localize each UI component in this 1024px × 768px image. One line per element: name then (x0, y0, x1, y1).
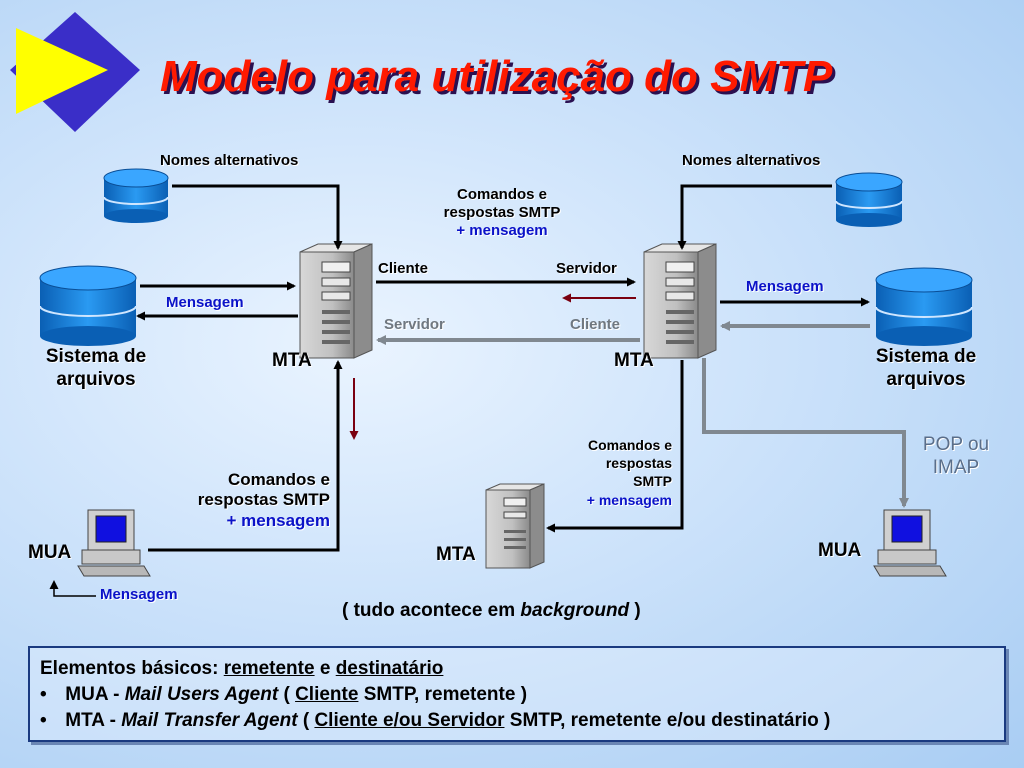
label-nomes-left: Nomes alternativos (160, 152, 299, 169)
arrow-mensagem-to-mua (49, 580, 96, 597)
legend-heading: Elementos básicos: (40, 658, 219, 679)
label-cmd-left: Comandos e respostas SMTP + mensagem (160, 470, 330, 531)
label-cliente-bottom: Cliente (570, 316, 621, 333)
label-cmd-top-line2: respostas SMTP (443, 204, 561, 221)
label-cmd-left-line3: + mensagem (226, 510, 330, 530)
legend-mta-cliente: Cliente e/ou Servidor (314, 710, 505, 731)
database-icon-files-left (39, 265, 137, 346)
arrow-names-to-mta-right (677, 184, 832, 250)
label-fs-right-line1: Sistema de (875, 346, 977, 367)
label-cmd-right-line3: SMTP (633, 473, 672, 490)
label-fs-right-line2: arquivos (886, 368, 966, 390)
label-cmd-left-line2: respostas SMTP (197, 490, 330, 510)
label-cmd-top-line1: Comandos e (456, 186, 547, 203)
legend-mua-rest: SMTP, remetente ) (363, 684, 528, 705)
legend-bullet-mua: • (40, 684, 47, 705)
label-pop-line1: POP ou (922, 434, 990, 455)
label-cmd-right-line2: respostas (605, 455, 672, 472)
server-icon-mta-bottom (485, 483, 545, 569)
legend-mua-cliente: Cliente (295, 684, 359, 705)
background-note-prefix: ( tudo acontece em (342, 600, 521, 621)
label-pop-imap: POP ou IMAP (900, 434, 1012, 480)
label-mua-right: MUA (818, 540, 862, 561)
legend-remetente: remetente (223, 658, 315, 679)
label-cmd-top-line3: + mensagem (456, 222, 548, 239)
arrow-mta-right-to-mta-bottom (546, 360, 684, 533)
label-mta-bottom: MTA (436, 544, 476, 565)
label-mta-left: MTA (272, 350, 312, 371)
label-cliente-top: Cliente (378, 260, 429, 277)
label-fs-left-line1: Sistema de (45, 346, 147, 367)
legend-mua-name: Mail Users Agent (124, 684, 279, 705)
label-cmd-right-line4: + mensagem (586, 491, 672, 508)
arrow-mta-right-to-mua-gray (702, 358, 909, 508)
legend-and: e (319, 658, 331, 679)
label-cmd-right: Comandos e respostas SMTP + mensagem (540, 436, 672, 509)
page-title: Modelo para utilização do SMTP (160, 52, 833, 101)
arrow-mua-to-mta-left (148, 360, 343, 552)
label-fs-left: Sistema de arquivos (26, 346, 166, 392)
label-servidor-bottom: Servidor (384, 316, 445, 333)
label-cmd-right-line1: Comandos e (587, 437, 672, 453)
label-fs-left-line2: arquivos (56, 368, 136, 390)
background-note-suffix: ) (629, 600, 641, 621)
legend-heading-row: Elementos básicos: remetente e destinatá… (40, 656, 994, 682)
computer-icon-mua-left (77, 509, 151, 577)
arrow-names-to-mta-left (172, 184, 343, 250)
background-note: ( tudo acontece em background ) (342, 600, 641, 622)
label-fs-right: Sistema de arquivos (856, 346, 996, 392)
legend-mua-open: ( (283, 684, 290, 705)
database-icon-names-left (103, 168, 169, 223)
label-mua-left: MUA (28, 542, 72, 563)
legend-mta-rest: SMTP, remetente e/ou destinatário ) (509, 710, 831, 731)
legend-mta-open: ( (302, 710, 310, 731)
legend-mua-prefix: MUA - (65, 684, 120, 705)
server-icon-mta-right (643, 243, 717, 359)
background-note-italic: background (520, 600, 630, 621)
legend-mta-row: • MTA - Mail Transfer Agent ( Cliente e/… (40, 708, 994, 734)
label-pop-line2: IMAP (932, 456, 980, 478)
computer-icon-mua-right (873, 509, 947, 577)
label-servidor-top: Servidor (556, 260, 617, 277)
label-nomes-right: Nomes alternativos (682, 152, 821, 169)
legend-mua-row: • MUA - Mail Users Agent ( Cliente SMTP,… (40, 682, 994, 708)
label-mensagem-right: Mensagem (746, 278, 824, 295)
server-icon-mta-left (299, 243, 373, 359)
legend-mta-name: Mail Transfer Agent (121, 710, 298, 731)
legend-mta-prefix: MTA - (65, 710, 116, 731)
label-mensagem-left: Mensagem (166, 294, 244, 311)
label-mta-right: MTA (614, 350, 654, 371)
legend-destinatario: destinatário (335, 658, 444, 679)
logo-shapes (10, 12, 140, 132)
label-mensagem-mua: Mensagem (100, 586, 178, 603)
label-cmd-top: Comandos e respostas SMTP + mensagem (412, 186, 592, 240)
legend-box: Elementos básicos: remetente e destinatá… (28, 646, 1006, 742)
label-cmd-left-line1: Comandos e (227, 470, 330, 489)
database-icon-names-right (835, 172, 903, 227)
database-icon-files-right (875, 267, 973, 346)
legend-bullet-mta: • (40, 710, 47, 731)
